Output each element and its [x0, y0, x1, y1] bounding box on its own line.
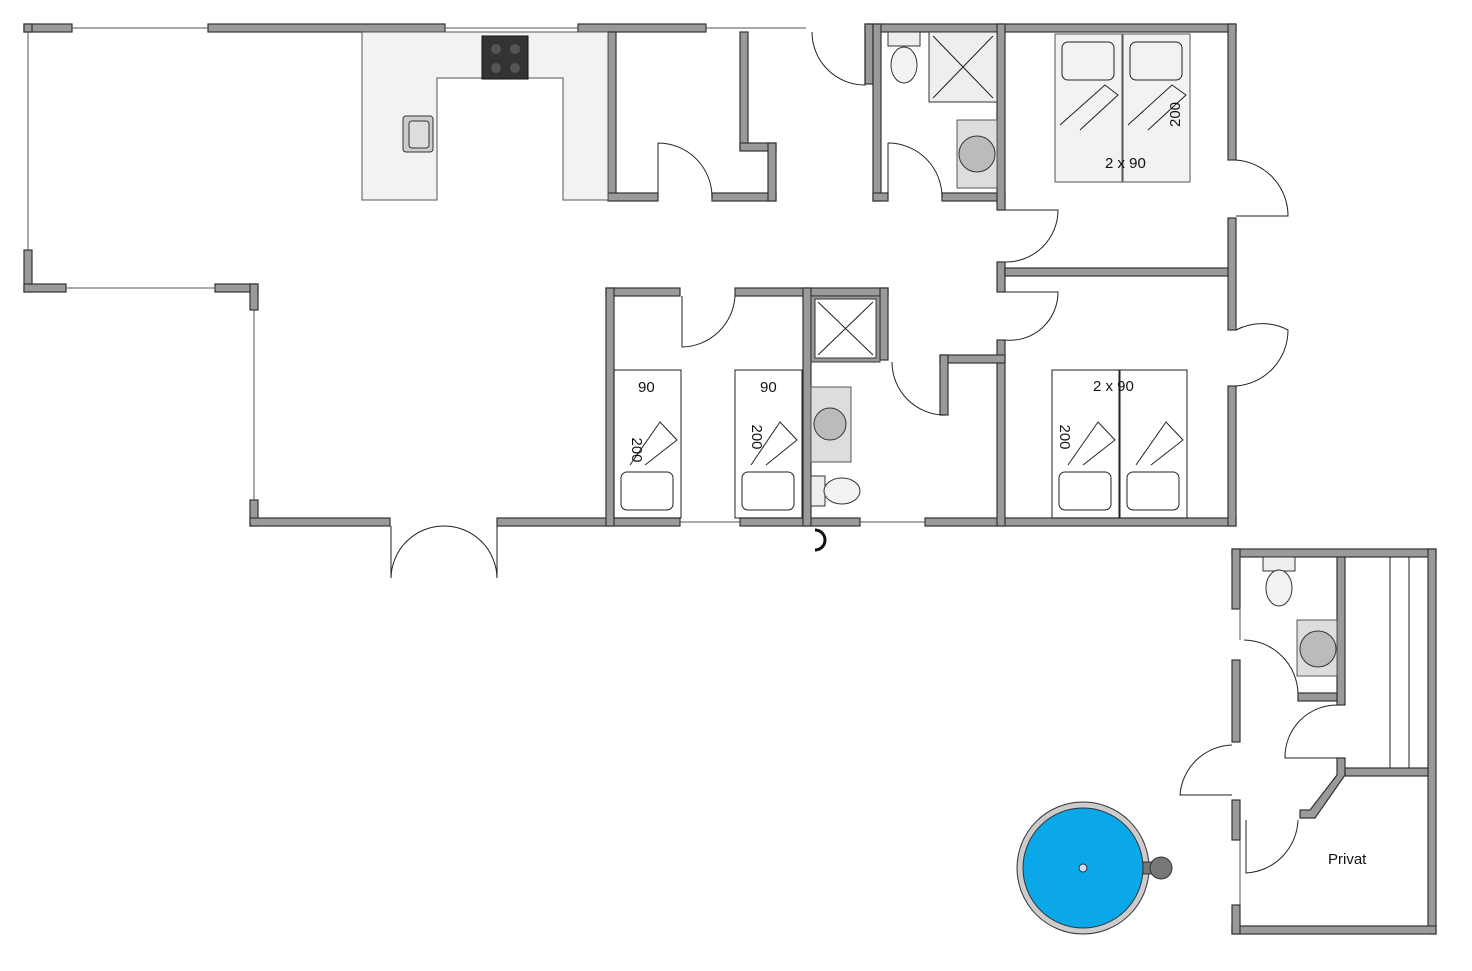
bed-length-label: 200 — [1167, 102, 1184, 127]
kitchen — [361, 31, 609, 201]
bedroom-ne-beds — [1054, 33, 1191, 183]
bed-length-label: 200 — [748, 424, 765, 449]
bed-length-label: 200 — [1056, 424, 1073, 449]
bathroom-1 — [887, 31, 998, 189]
bunk-bedroom-beds — [613, 369, 803, 519]
bed-length-label: 200 — [628, 437, 645, 462]
bed-width-label: 90 — [760, 379, 777, 396]
toilet-icon — [823, 477, 861, 505]
bedroom-se-beds — [1051, 369, 1188, 519]
doors — [390, 31, 1289, 579]
toilet-icon — [890, 46, 918, 84]
interior-walls — [605, 23, 1229, 527]
outdoor-shower-icon — [814, 528, 827, 552]
toilet-icon — [1265, 569, 1293, 607]
room-label-privat: Privat — [1328, 851, 1367, 868]
windows — [27, 27, 1241, 905]
cooktop-icon — [481, 35, 529, 80]
bed-width-label: 90 — [638, 379, 655, 396]
hot-tub-icon — [1016, 801, 1173, 935]
bed-size-label: 2 x 90 — [1105, 155, 1146, 172]
bed-size-label: 2 x 90 — [1093, 378, 1134, 395]
annex-walls — [1179, 548, 1437, 935]
bathroom-2 — [810, 295, 881, 552]
